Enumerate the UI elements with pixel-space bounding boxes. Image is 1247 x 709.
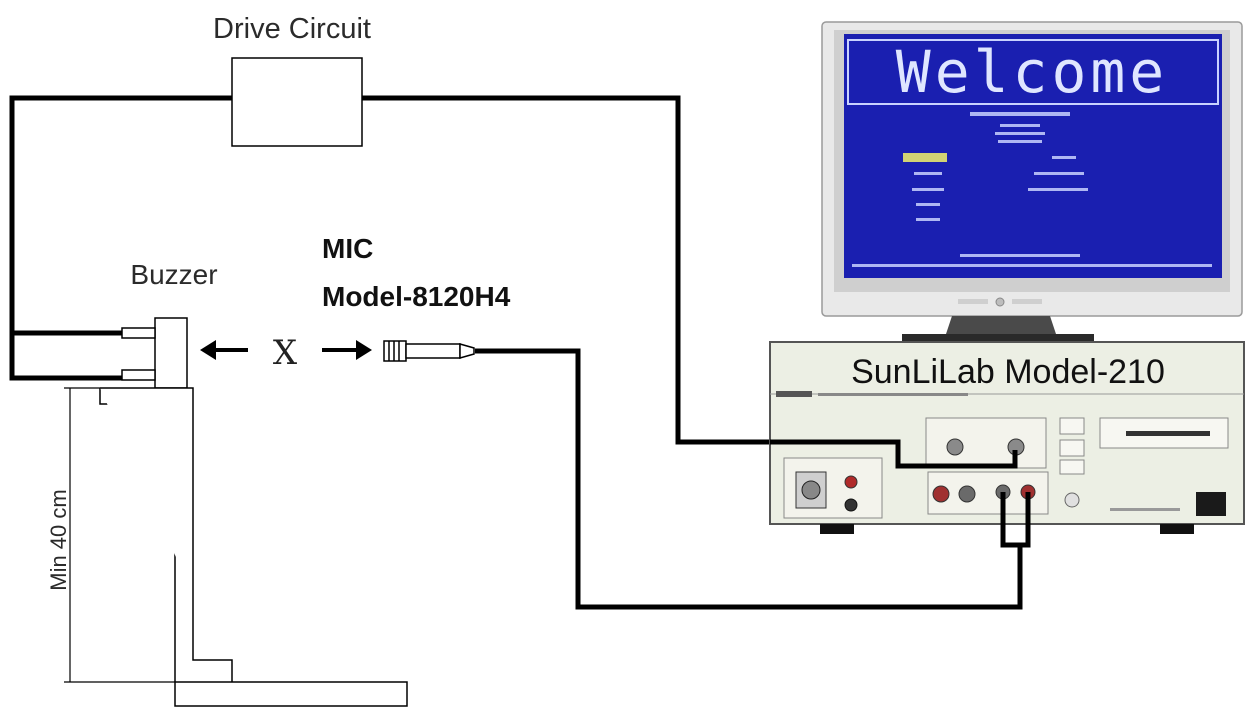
wire-connections [770, 439, 1031, 560]
wire-drive-to-buzzer [9, 95, 232, 381]
microphone [383, 340, 475, 362]
instrument [769, 341, 1245, 534]
buzzer-label: Buzzer [130, 259, 217, 290]
drive-circuit-label: Drive Circuit [213, 13, 371, 45]
buzzer-stand [99, 317, 408, 707]
instrument-label: SunLiLab Model-210 [851, 353, 1165, 391]
monitor-welcome: Welcome [896, 38, 1168, 106]
mic-title: MIC [322, 233, 373, 264]
monitor-menu [852, 112, 1212, 267]
mic-model: Model-8120H4 [322, 281, 511, 312]
height-dimension [64, 387, 175, 683]
distance-arrows [200, 340, 372, 360]
height-label: Min 40 cm [46, 489, 71, 590]
monitor: Welcome [821, 21, 1243, 342]
drive-circuit [231, 57, 363, 147]
distance-label: X [273, 333, 298, 373]
